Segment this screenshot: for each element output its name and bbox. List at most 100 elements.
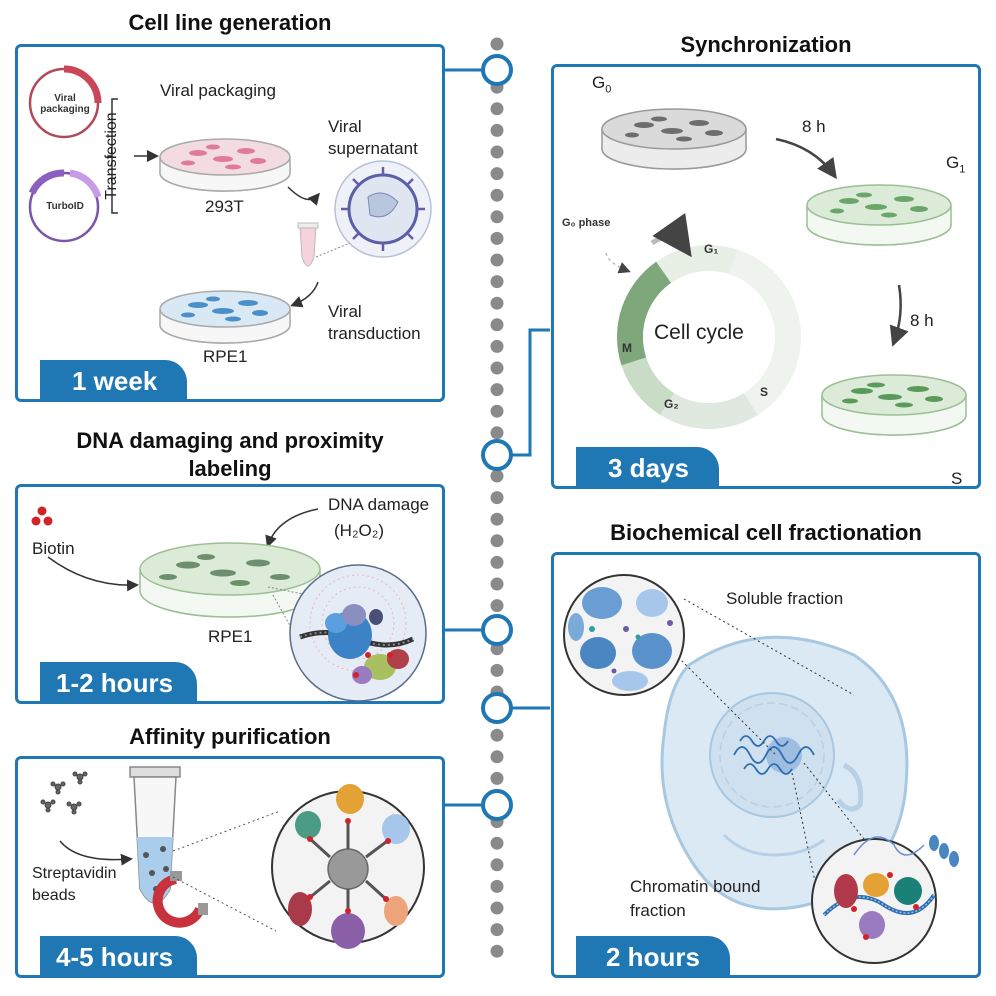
cell-cycle-segment xyxy=(660,392,758,429)
s-label: S xyxy=(951,469,963,488)
duration-badge-3-days: 3 days xyxy=(576,447,719,489)
biotin-label: Biotin xyxy=(32,539,75,558)
sync-panel: G0 G1 8 h 8 h S G₀ phase Cell cycle G₁ S… xyxy=(551,64,981,489)
timeline-connectors xyxy=(445,68,550,807)
timeline-dot xyxy=(490,728,504,742)
timeline-dot xyxy=(490,318,504,332)
cell-cycle-segment xyxy=(621,357,675,416)
viral-packaging-label: Viral packaging xyxy=(160,81,276,100)
sync-illustration xyxy=(601,108,967,436)
timeline-dot xyxy=(490,253,504,267)
plasmid-viral-packaging-label: Viral packaging xyxy=(40,93,90,115)
g1-label: G1 xyxy=(946,153,965,175)
g0-label: G0 xyxy=(592,73,611,95)
duration-badge-2-hours: 2 hours xyxy=(576,936,730,978)
timeline-dot xyxy=(490,361,504,375)
timeline-dot xyxy=(490,577,504,591)
dish-s-icon xyxy=(821,374,967,436)
timeline-dot xyxy=(490,750,504,764)
timeline-dot xyxy=(490,275,504,289)
timeline-dot xyxy=(490,663,504,677)
timeline-dot xyxy=(490,296,504,310)
timeline-dot xyxy=(490,469,504,483)
timeline-dot xyxy=(490,102,504,116)
chromatin-bound-label-2: fraction xyxy=(630,901,686,920)
fraction-title: Biochemical cell fractionation xyxy=(610,520,922,545)
timeline-dot xyxy=(490,879,504,893)
duration-badge-1-2-hours: 1-2 hours xyxy=(40,662,198,704)
affinity-panel: Streptavidin beads 4-5 hours xyxy=(15,756,445,978)
phase-s-label: S xyxy=(760,385,769,399)
dna-panel: Biotin DNA damage (H₂O₂) RPE1 1-2 hours xyxy=(15,484,445,704)
timeline-dot xyxy=(490,188,504,202)
fraction-illustration xyxy=(563,574,959,964)
viral-transduction-label-2: transduction xyxy=(328,324,421,343)
affinity-illustration xyxy=(40,766,425,949)
timeline-dots xyxy=(490,37,504,958)
biotin-icon xyxy=(31,506,53,526)
timeline-dot xyxy=(490,426,504,440)
cell-cycle-donut xyxy=(617,245,801,429)
timeline-dot xyxy=(490,210,504,224)
timeline-dot xyxy=(490,771,504,785)
phase-g2-label: G₂ xyxy=(664,397,679,411)
g1-label-main: G xyxy=(946,153,960,172)
rpe1-dna-label: RPE1 xyxy=(208,627,253,646)
timeline-dot xyxy=(490,599,504,613)
dna-title-2: labeling xyxy=(188,456,272,481)
timeline-rings xyxy=(481,54,513,821)
timeline-dot xyxy=(490,167,504,181)
timeline-dot xyxy=(490,231,504,245)
viral-supernatant-label-2: supernatant xyxy=(328,139,418,158)
dish-rpe1-icon xyxy=(159,290,291,344)
viral-supernatant-label-1: Viral xyxy=(328,117,362,136)
chromatin-bound-label-1: Chromatin bound xyxy=(630,877,761,896)
timeline-dot xyxy=(490,858,504,872)
plasmid-turboid-label: TurboID xyxy=(46,201,84,212)
timeline-dot xyxy=(490,555,504,569)
viral-transduction-label-1: Viral xyxy=(328,302,362,321)
dish-rpe1-dna-icon xyxy=(139,542,321,618)
dish-g0-icon xyxy=(601,108,747,170)
timeline-dot xyxy=(490,145,504,159)
streptavidin-bead-cluster-icon xyxy=(40,771,88,815)
soluble-fraction-zoom-icon xyxy=(563,574,685,696)
duration-badge-1-week: 1 week xyxy=(40,360,188,402)
timeline-dot xyxy=(490,491,504,505)
timeline-dot xyxy=(490,836,504,850)
timeline-dot xyxy=(490,944,504,958)
cell-line-panel: Viral packaging TurboID Transfection Vir… xyxy=(15,44,445,402)
timeline-dot xyxy=(490,923,504,937)
chromatin-fraction-zoom-icon xyxy=(811,835,959,964)
g1-label-sub: 1 xyxy=(959,163,966,176)
timeline-dot xyxy=(490,512,504,526)
cell-cycle-segment xyxy=(617,261,672,366)
duration-badge-4-5-hours: 4-5 hours xyxy=(40,936,198,978)
streptavidin-beads-label-2: beads xyxy=(32,887,76,904)
cell-cycle-center xyxy=(643,271,775,403)
dna-illustration xyxy=(31,506,427,702)
cell-293t-label: 293T xyxy=(205,197,244,216)
g0-label-main: G xyxy=(592,73,606,92)
timeline-dot xyxy=(490,123,504,137)
fraction-panel: Soluble fraction Chromatin bound fractio… xyxy=(551,552,981,978)
phase-g1-label: G₁ xyxy=(704,242,719,256)
sample-tube-icon xyxy=(297,222,319,267)
proximity-labeling-zoom-icon xyxy=(289,564,427,702)
timeline-dot xyxy=(490,404,504,418)
dish-293t-icon xyxy=(159,138,291,192)
cell-icon xyxy=(660,635,909,911)
streptavidin-beads-label-1: Streptavidin xyxy=(32,865,117,882)
g0-label-sub: 0 xyxy=(605,83,612,96)
time-8h-label-1: 8 h xyxy=(802,117,826,136)
sync-title: Synchronization xyxy=(680,32,852,57)
magnet-icon xyxy=(152,871,208,928)
timeline-dot xyxy=(490,901,504,915)
soluble-fraction-label: Soluble fraction xyxy=(726,589,844,608)
affinity-title: Affinity purification xyxy=(129,724,331,749)
timeline-dot xyxy=(490,534,504,548)
g0-phase-label: G₀ phase xyxy=(562,217,611,229)
cell-line-illustration xyxy=(28,65,432,344)
h2o2-label: (H₂O₂) xyxy=(334,521,385,540)
